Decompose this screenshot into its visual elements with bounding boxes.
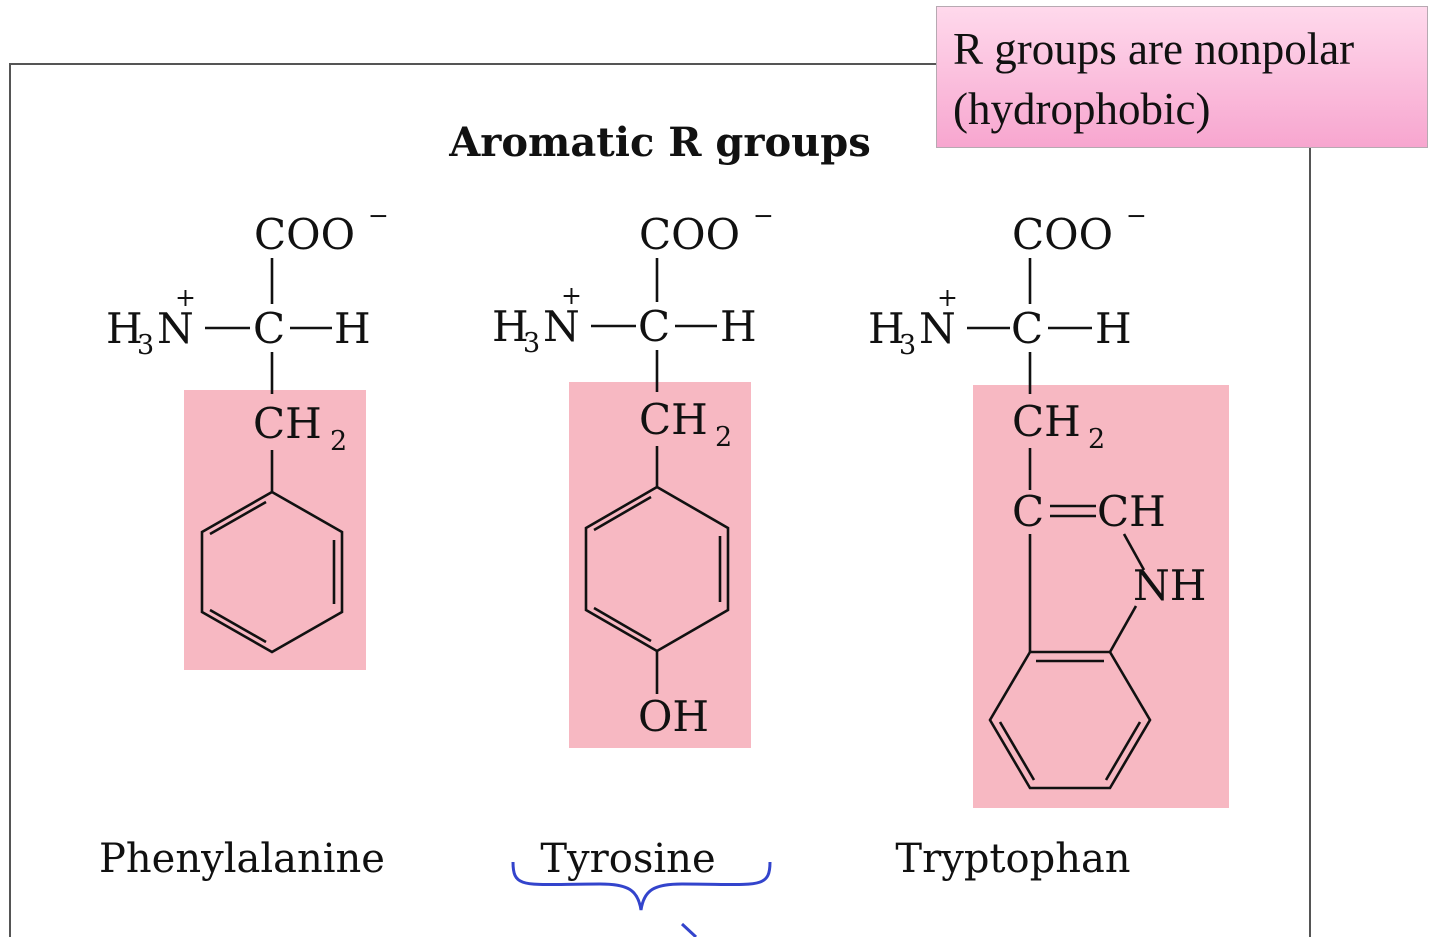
alpha-h-label: H: [334, 304, 371, 353]
molecule-name-phenylalanine: Phenylalanine: [99, 836, 385, 882]
methylene-label: CH: [1012, 397, 1081, 446]
carboxylate-label: COO: [1012, 210, 1113, 259]
brace-pointer: [680, 922, 698, 939]
ring-ch-label: CH: [1097, 487, 1166, 536]
molecule-phenylalanine: COO − H 3 N + C H CH 2: [106, 201, 389, 654]
carboxylate-charge: −: [368, 201, 389, 230]
alpha-h-label: H: [1095, 304, 1132, 353]
alpha-carbon-label: C: [1011, 304, 1043, 353]
molecule-name-tyrosine: Tyrosine: [540, 836, 715, 882]
indole-benzene-ring: [988, 650, 1152, 790]
amine-charge: +: [175, 283, 196, 312]
amine-subscript: 3: [523, 328, 540, 359]
molecule-name-tryptophan: Tryptophan: [895, 836, 1130, 882]
methylene-subscript: 2: [715, 422, 732, 453]
methylene-subscript: 2: [1088, 424, 1105, 455]
amine-charge: +: [937, 283, 958, 312]
molecule-tryptophan: COO − H 3 N + C H CH 2 C CH NH: [868, 201, 1206, 790]
methylene-label: CH: [253, 399, 322, 448]
methylene-subscript: 2: [330, 426, 347, 457]
ring-c-label: C: [1012, 487, 1044, 536]
panel-border: [9, 63, 936, 937]
r-group-highlight-phenylalanine: [184, 390, 366, 670]
callout-note-text: R groups are nonpolar (hydrophobic): [953, 24, 1355, 134]
amine-n-label: N: [919, 304, 956, 353]
carboxylate-charge: −: [1126, 201, 1147, 230]
r-group-highlight-tryptophan: [973, 385, 1229, 808]
amine-charge: +: [561, 281, 582, 310]
carboxylate-label: COO: [639, 210, 740, 259]
carboxylate-label: COO: [254, 210, 355, 259]
curly-brace: [511, 861, 772, 911]
bond-nh-ring: [1108, 605, 1138, 653]
hydroxyl-label: OH: [638, 692, 709, 741]
amine-n-label: N: [157, 304, 194, 353]
carboxylate-charge: −: [753, 201, 774, 230]
amine-h-label: H: [868, 304, 905, 353]
alpha-h-label: H: [720, 302, 757, 351]
benzene-ring: [200, 490, 344, 654]
alpha-carbon-label: C: [253, 304, 285, 353]
amine-h-label: H: [492, 302, 529, 351]
ring-nh-label: NH: [1133, 561, 1206, 610]
amine-h-label: H: [106, 304, 143, 353]
amine-subscript: 3: [137, 330, 154, 361]
molecule-tyrosine: COO − H 3 N + C H CH 2 OH: [492, 201, 774, 741]
callout-note: R groups are nonpolar (hydrophobic): [936, 6, 1428, 148]
alpha-carbon-label: C: [638, 302, 670, 351]
amine-n-label: N: [543, 302, 580, 351]
bond-ch-nh: [1122, 533, 1146, 571]
methylene-label: CH: [639, 395, 708, 444]
panel-title: Aromatic R groups: [448, 119, 870, 166]
amine-subscript: 3: [899, 330, 916, 361]
